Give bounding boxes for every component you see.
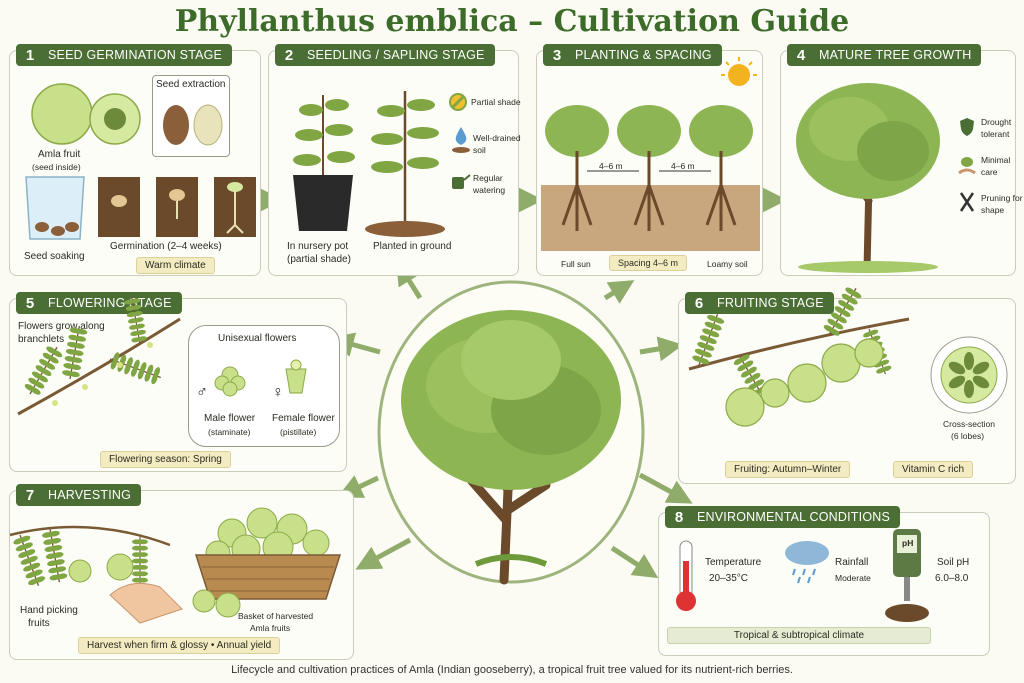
harvest-badge: Harvest when firm & glossy • Annual yiel… xyxy=(78,637,281,654)
distance-label-1: 4–6 m xyxy=(599,161,623,171)
stage-1-panel: 1 SEED GERMINATION STAGE Amla fruit (see… xyxy=(9,44,261,276)
hand-leaf-icon xyxy=(958,157,976,175)
fruit-sublabel: (seed inside) xyxy=(32,162,81,172)
unisexual-label: Unisexual flowers xyxy=(218,333,297,344)
shade-icon xyxy=(449,93,467,111)
pot-icon xyxy=(293,95,355,231)
female-sublabel: (pistillate) xyxy=(280,427,317,437)
fruiting-branch-illustration xyxy=(688,283,910,427)
spaced-trees-illustration xyxy=(541,105,760,251)
page-caption: Lifecycle and cultivation practices of A… xyxy=(231,664,793,676)
soil-label-2: soil xyxy=(473,145,486,155)
full-sun-label: Full sun xyxy=(561,259,591,269)
distance-label-2: 4–6 m xyxy=(671,161,695,171)
water-label-1: Regular xyxy=(473,173,503,183)
stage-7-panel: 7 HARVESTING Hand picking fruits Basket … xyxy=(9,484,354,660)
ph-meter-text: pH xyxy=(902,538,914,548)
stage-4-header: 4 MATURE TREE GROWTH xyxy=(787,44,982,66)
water-label-2: watering xyxy=(473,185,506,195)
partial-shade-label: Partial shade xyxy=(471,97,521,107)
page-title: Phyllanthus emblica – Cultivation Guide xyxy=(174,4,850,39)
stage-3-header: 3 PLANTING & SPACING xyxy=(543,44,722,66)
shield-icon xyxy=(960,118,974,136)
along-label-2: branchlets xyxy=(18,334,65,345)
drop-icon xyxy=(452,127,470,153)
beaker-icon xyxy=(25,176,85,240)
fruiting-season-badge: Fruiting: Autumn–Winter xyxy=(725,461,851,478)
hand-picking-illustration xyxy=(9,525,183,624)
seed-icon xyxy=(163,104,223,146)
central-tree-circle xyxy=(376,280,646,585)
hand-label-2: fruits xyxy=(28,618,50,629)
pot-label: In nursery pot xyxy=(287,241,349,252)
male-symbol: ♂ xyxy=(196,384,208,401)
basket-label-1: Basket of harvested xyxy=(238,611,314,621)
male-sublabel: (staminate) xyxy=(208,427,251,437)
soil-ph-value: 6.0–8.0 xyxy=(935,573,969,584)
ground-label: Planted in ground xyxy=(373,241,452,252)
fruit-cross-section-icon xyxy=(930,336,1008,414)
pot-sublabel: (partial shade) xyxy=(287,254,351,265)
spacing-badge: Spacing 4–6 m xyxy=(609,255,688,271)
stage-5-panel: 5 FLOWERING STAGE Flowers grow along bra… xyxy=(9,292,347,472)
along-label-1: Flowers grow along xyxy=(18,321,105,332)
prune-label-1: Pruning for xyxy=(981,193,1023,203)
soil-label-1: Well-drained xyxy=(473,133,521,143)
drought-label-2: tolerant xyxy=(981,129,1010,139)
stage-6-panel: 6 FRUITING STAGE Cross-section (6 lobes)… xyxy=(678,283,1016,484)
climate-badge: Tropical & subtropical climate xyxy=(667,627,931,644)
flowering-season-badge: Flowering season: Spring xyxy=(100,451,231,468)
rain-cloud-icon xyxy=(785,541,829,584)
female-label: Female flower xyxy=(272,413,335,424)
soil-ph-label: Soil pH xyxy=(937,557,970,568)
rainfall-value: Moderate xyxy=(835,573,871,583)
sun-icon xyxy=(721,57,757,86)
female-symbol: ♀ xyxy=(272,384,284,401)
drought-label-1: Drought xyxy=(981,117,1012,127)
stage-7-header: 7 HARVESTING xyxy=(16,484,142,506)
unisexual-flower-box xyxy=(188,325,340,447)
loamy-soil-label: Loamy soil xyxy=(707,259,748,269)
stage-6-header: 6 FRUITING STAGE xyxy=(685,292,834,314)
vitamin-c-badge: Vitamin C rich xyxy=(893,461,974,478)
care-label-2: care xyxy=(981,167,998,177)
germination-label: Germination (2–4 weeks) xyxy=(110,241,222,252)
soaking-label: Seed soaking xyxy=(24,251,85,262)
sapling-icon xyxy=(365,91,445,237)
rainfall-label: Rainfall xyxy=(835,557,869,568)
pruner-icon xyxy=(959,192,975,212)
warm-climate-badge: Warm climate xyxy=(136,257,215,274)
sprout-icon xyxy=(98,177,256,237)
temperature-value: 20–35°C xyxy=(709,573,749,584)
ph-meter-icon xyxy=(885,529,929,622)
watering-can-icon xyxy=(452,174,471,189)
flowering-branch-illustration xyxy=(17,294,181,416)
basket-icon xyxy=(192,507,342,618)
stage-4-panel: 4 MATURE TREE GROWTH Drought tolerant Mi… xyxy=(780,44,1023,276)
cross-label-2: (6 lobes) xyxy=(951,431,985,441)
flower-icon xyxy=(214,359,307,397)
male-label: Male flower xyxy=(204,413,256,424)
cross-label-1: Cross-section xyxy=(943,419,995,429)
stage-2-header: 2 SEEDLING / SAPLING STAGE xyxy=(275,44,495,66)
stage-8-header: 8 ENVIRONMENTAL CONDITIONS xyxy=(665,506,901,528)
care-label-1: Minimal xyxy=(981,155,1011,165)
stage-8-panel: 8 ENVIRONMENTAL CONDITIONS Temperature 2… xyxy=(658,506,990,656)
fruit-label: Amla fruit xyxy=(38,149,81,160)
hand-label-1: Hand picking xyxy=(20,605,78,616)
prune-label-2: shape xyxy=(981,205,1005,215)
stage-1-header: 1 SEED GERMINATION STAGE xyxy=(16,44,233,66)
seed-extraction-label: Seed extraction xyxy=(156,79,226,90)
amla-fruit-icon xyxy=(31,83,141,145)
stage-3-panel: 3 PLANTING & SPACING 4–6 m 4–6 m Full su… xyxy=(536,44,763,276)
tree-icon xyxy=(796,83,940,273)
stage-2-panel: 2 SEEDLING / SAPLING STAGE In nursery po… xyxy=(268,44,521,276)
temperature-label: Temperature xyxy=(705,557,762,568)
thermometer-icon xyxy=(676,540,696,611)
basket-label-2: Amla fruits xyxy=(250,623,291,633)
